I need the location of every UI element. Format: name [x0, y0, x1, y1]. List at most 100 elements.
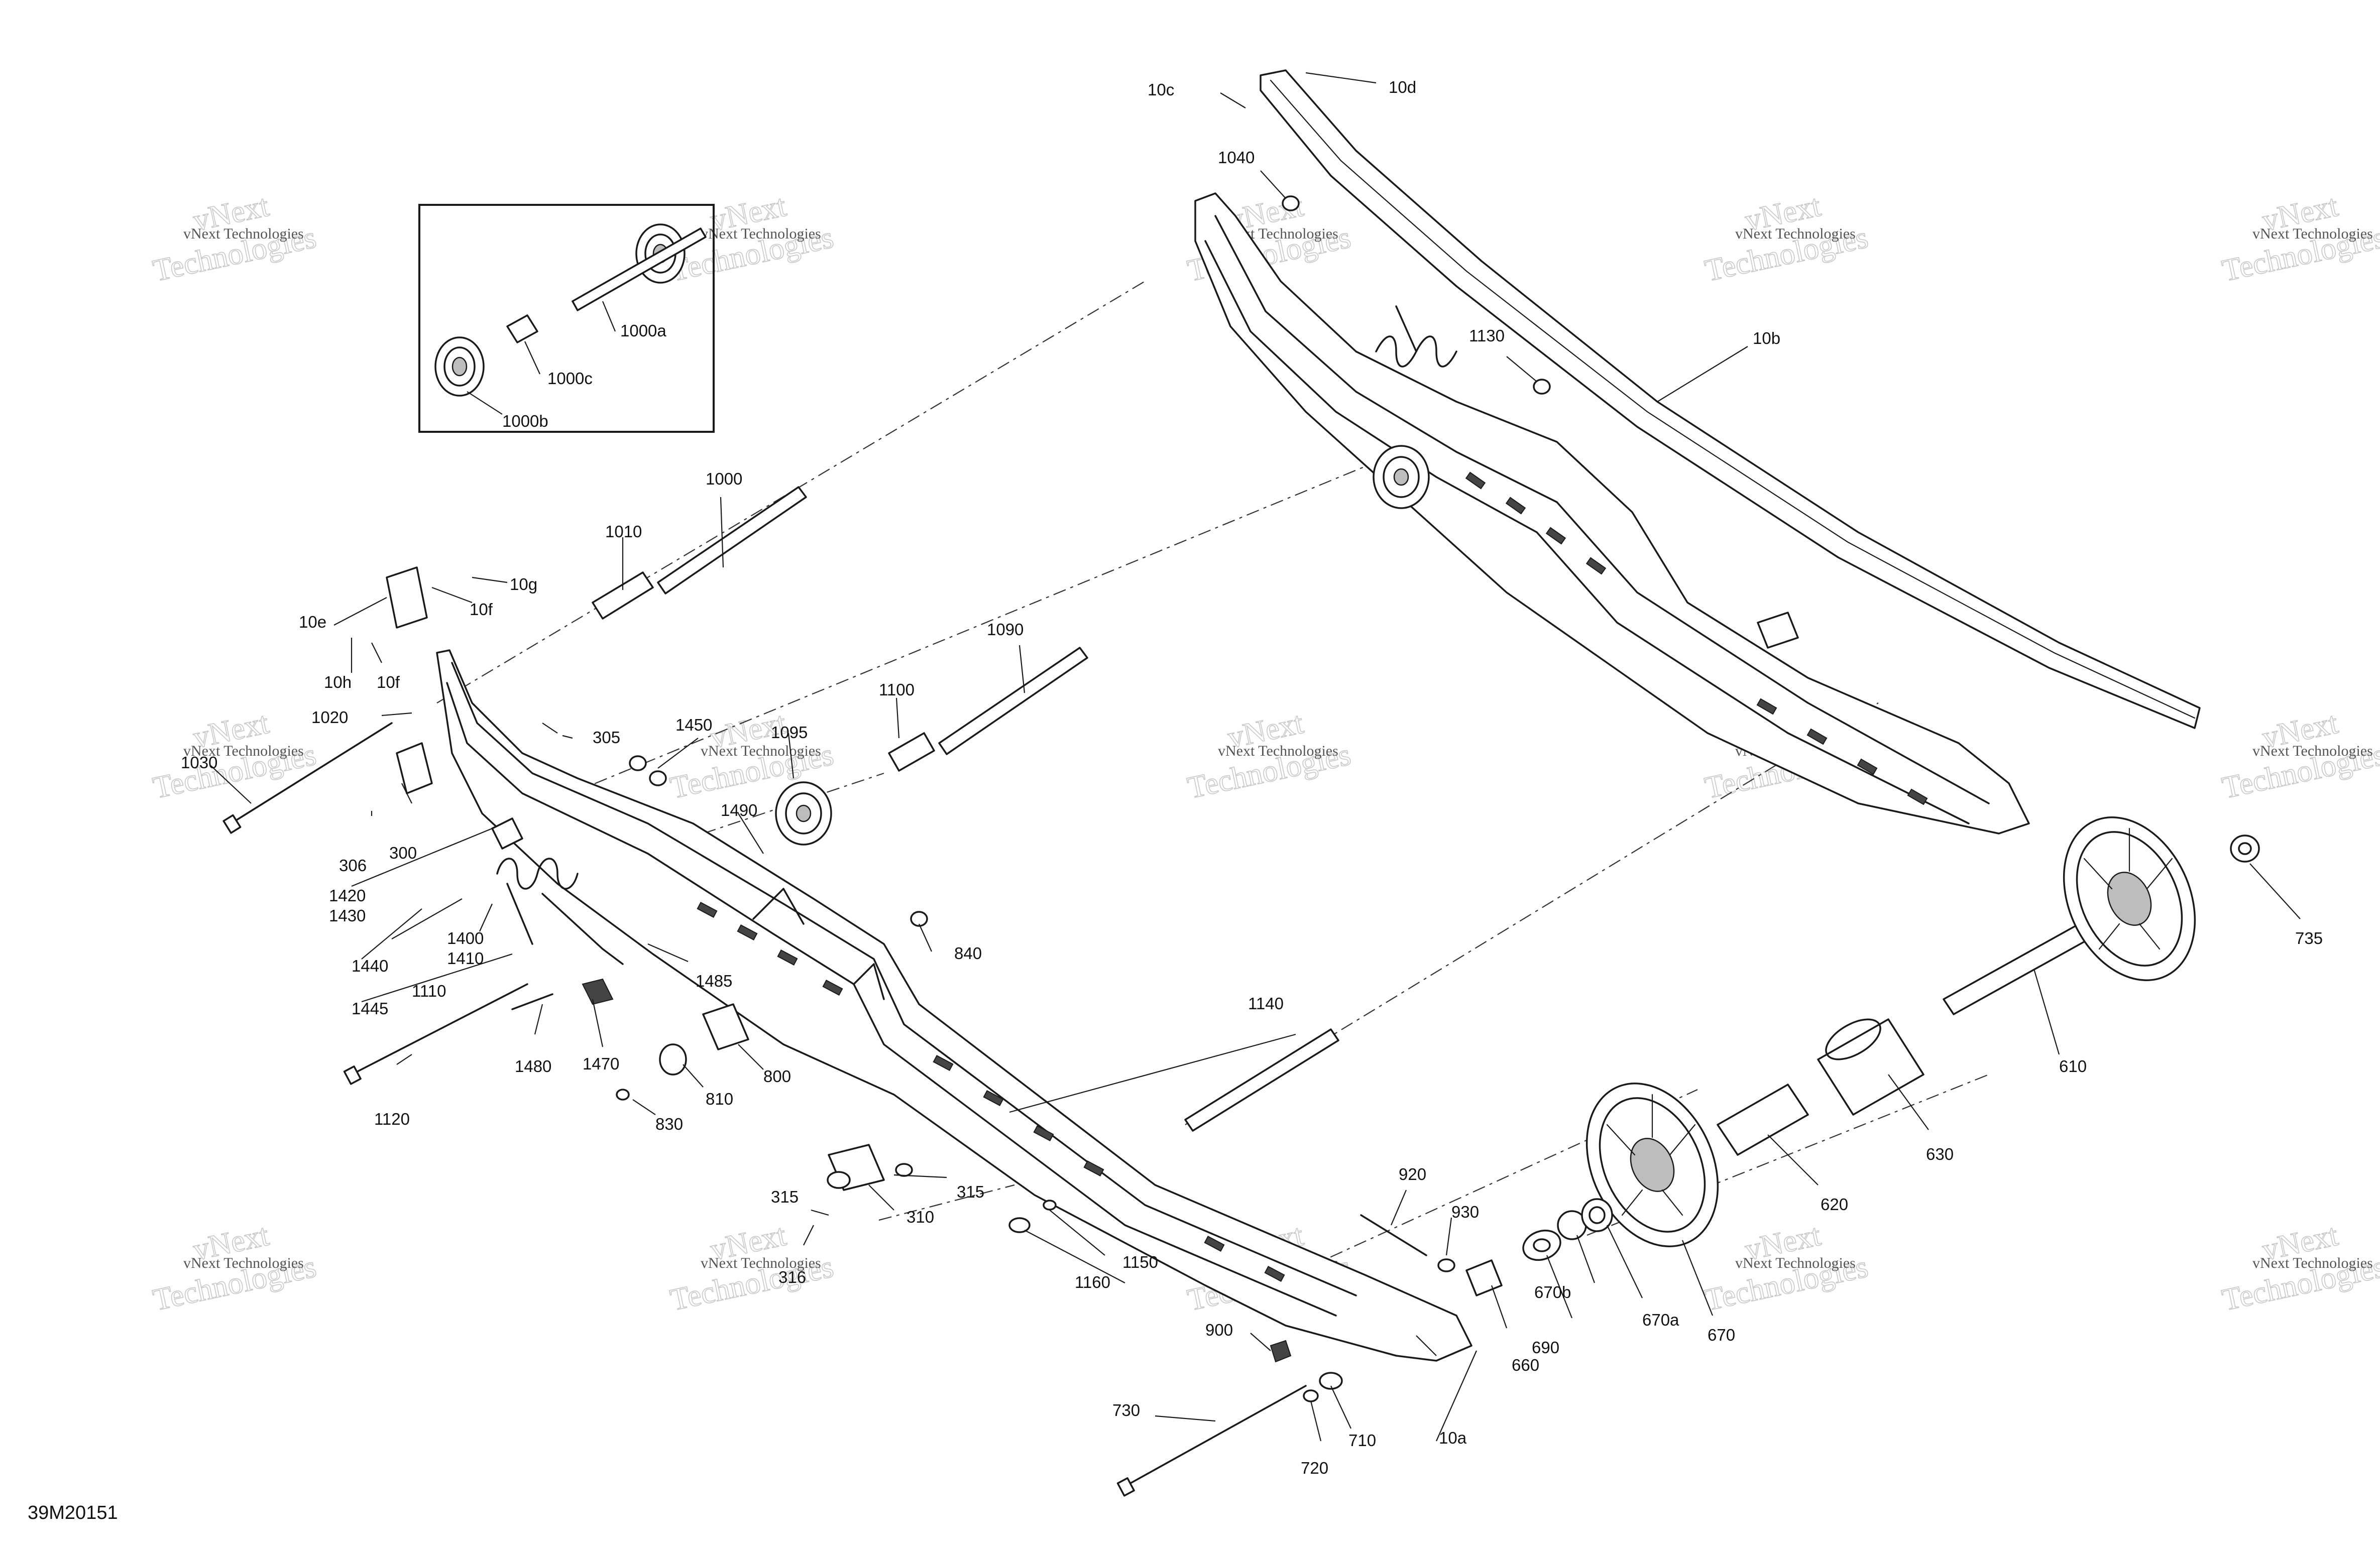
callout-830: 830	[655, 1115, 683, 1133]
shaft-1140	[1184, 1028, 1339, 1132]
callout-610: 610	[2059, 1057, 2087, 1076]
callout-1480: 1480	[515, 1057, 551, 1076]
callout-720: 720	[1301, 1459, 1328, 1477]
watermark: vNext Technologies vNext Technologies	[1184, 705, 1354, 806]
drawing-code: 39M20151	[28, 1502, 118, 1523]
svg-text:vNext Technologies: vNext Technologies	[701, 225, 821, 242]
callout-1160: 1160	[1075, 1273, 1110, 1291]
callout-1120: 1120	[374, 1110, 410, 1128]
shaft-610	[1943, 923, 2090, 1015]
callout-900: 900	[1205, 1321, 1233, 1339]
callout-1130: 1130	[1469, 326, 1505, 345]
callout-1000: 1000	[706, 469, 742, 488]
callout-1445: 1445	[352, 999, 388, 1018]
callout-810: 810	[706, 1090, 733, 1108]
watermark: vNext Technologies vNext Technologies	[150, 1218, 319, 1318]
callout-305: 305	[593, 728, 620, 747]
callout-1000a: 1000a	[620, 321, 666, 340]
callout-10a: 10a	[1439, 1429, 1467, 1447]
callout-1490: 1490	[721, 801, 757, 819]
right-rail	[1194, 192, 2030, 835]
callout-1470: 1470	[583, 1054, 619, 1073]
spring-left-1400	[496, 858, 624, 965]
svg-text:vNext Technologies: vNext Technologies	[183, 225, 304, 242]
watermark: vNext Technologies vNext Technologies	[1702, 1218, 1871, 1318]
svg-text:vNext Technologies: vNext Technologies	[1735, 225, 1856, 242]
callout-1000c: 1000c	[547, 369, 593, 388]
callout-10g: 10g	[510, 575, 537, 594]
svg-text:vNext Technologies: vNext Technologies	[1218, 743, 1338, 759]
svg-text:vNext Technologies: vNext Technologies	[183, 743, 304, 759]
callout-10d: 10d	[1389, 78, 1416, 96]
callout-730: 730	[1112, 1401, 1140, 1419]
callout-10f-top: 10f	[470, 600, 493, 619]
bolt-1120	[343, 983, 528, 1085]
bolt-920	[1360, 1214, 1427, 1256]
bolt-1030	[222, 722, 393, 834]
callout-735: 735	[2295, 929, 2323, 947]
watermark: vNext Technologies vNext Technologies	[150, 705, 319, 806]
spring-right	[1375, 305, 1457, 368]
callout-670a: 670a	[1642, 1311, 1679, 1329]
callout-670: 670	[1708, 1326, 1735, 1344]
callout-800: 800	[763, 1067, 791, 1086]
left-rail-10a	[436, 649, 1472, 1362]
callout-10f-bottom: 10f	[377, 673, 400, 691]
callout-1400: 1400	[447, 929, 484, 947]
bolt-1480	[511, 993, 553, 1010]
callout-660: 660	[1512, 1356, 1539, 1374]
callout-316: 316	[778, 1268, 806, 1286]
rail-slot-holes	[1465, 471, 1928, 805]
callout-1430: 1430	[329, 906, 366, 925]
callout-1150: 1150	[1122, 1253, 1158, 1271]
callout-310: 310	[906, 1208, 934, 1226]
callout-1090: 1090	[987, 620, 1024, 639]
watermark: vNext Technologies vNext Technologies	[2219, 705, 2380, 806]
wheel-670	[1585, 1083, 1719, 1247]
spacer-630	[1817, 1018, 1924, 1116]
svg-text:vNext Technologies: vNext Technologies	[1735, 1255, 1856, 1271]
shaft-1090	[938, 647, 1088, 755]
callout-315-left: 315	[771, 1188, 799, 1206]
callout-1000b: 1000b	[502, 412, 548, 430]
callout-1450: 1450	[675, 716, 712, 734]
svg-text:vNext Technologies: vNext Technologies	[2252, 743, 2373, 759]
callout-840: 840	[954, 944, 982, 963]
callout-1440: 1440	[352, 957, 388, 975]
leader-lines	[210, 72, 2301, 1442]
callout-620: 620	[1821, 1195, 1848, 1214]
svg-text:vNext Technologies: vNext Technologies	[701, 1255, 821, 1271]
callout-1095: 1095	[771, 723, 808, 742]
callout-315-right: 315	[957, 1182, 984, 1201]
callout-1110: 1110	[412, 982, 446, 1000]
callout-306: 306	[339, 856, 367, 875]
callout-710: 710	[1348, 1431, 1376, 1450]
svg-text:vNext Technologies: vNext Technologies	[2252, 225, 2373, 242]
rail-slot-holes	[697, 902, 1285, 1282]
small-hardware	[386, 195, 2260, 1402]
idler-wheel-right	[1373, 445, 1430, 509]
svg-text:vNext Technologies: vNext Technologies	[2252, 1255, 2373, 1271]
callout-930: 930	[1451, 1203, 1479, 1221]
shaft-1000	[657, 486, 807, 595]
watermark: vNext Technologies vNext Technologies	[2219, 188, 2380, 289]
callout-1040: 1040	[1218, 148, 1255, 167]
callout-1410: 1410	[447, 949, 484, 968]
callout-1020: 1020	[311, 708, 348, 727]
callout-1030: 1030	[181, 753, 217, 772]
callout-10b: 10b	[1753, 329, 1780, 347]
svg-text:vNext Technologies: vNext Technologies	[183, 1255, 304, 1271]
watermark: vNext Technologies vNext Technologies	[2219, 1218, 2380, 1318]
callout-630: 630	[1926, 1145, 1954, 1163]
callout-1485: 1485	[696, 972, 732, 990]
callout-1140: 1140	[1248, 994, 1284, 1013]
idler-wheel-1095	[775, 781, 832, 846]
callout-1010: 1010	[605, 522, 642, 541]
spacer-1010	[592, 571, 654, 620]
svg-text:vNext Technologies: vNext Technologies	[701, 743, 821, 759]
watermark: vNext Technologies vNext Technologies	[1702, 188, 1871, 289]
bolt-730	[1116, 1385, 1307, 1497]
watermark: vNext Technologies vNext Technologies	[150, 188, 319, 289]
inset-box-1000	[418, 204, 715, 433]
